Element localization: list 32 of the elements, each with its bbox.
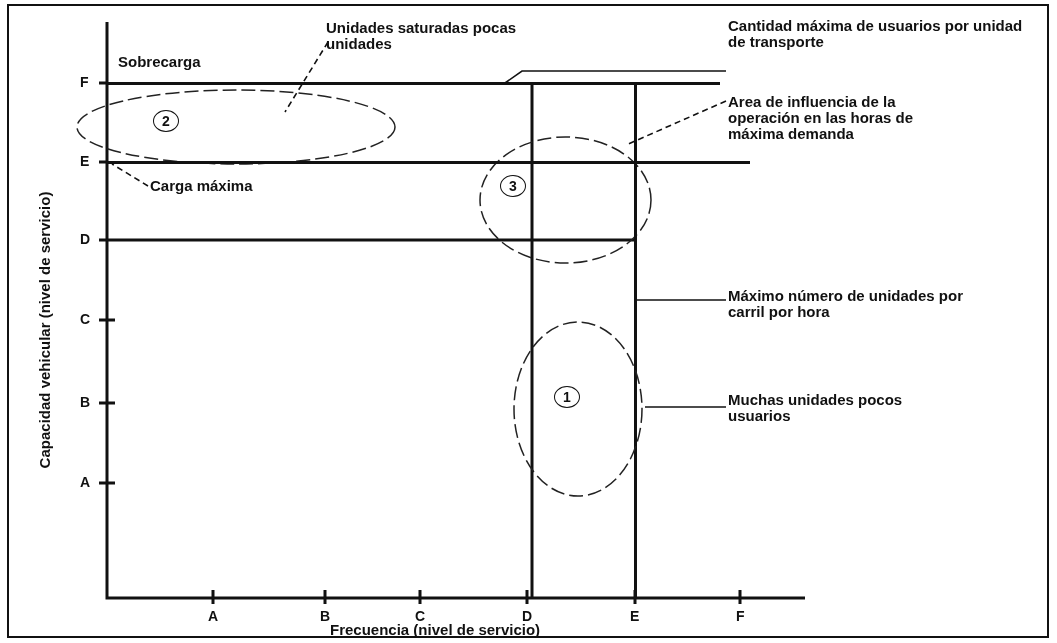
- leader-line: [636, 299, 727, 301]
- tick-label: D: [80, 231, 91, 247]
- leader-line: [111, 163, 149, 187]
- tick-label: A: [80, 474, 91, 490]
- vertical-line: [634, 83, 637, 598]
- axis-title: Capacidad vehicular (nivel de servicio): [37, 191, 53, 469]
- annotation-text: Sobrecarga: [118, 54, 201, 70]
- callout-text: Carga máxima: [150, 178, 290, 194]
- callout-text: Cantidad máxima de usuarios por unidad de transporte: [728, 18, 1028, 50]
- tick-label: D: [522, 608, 533, 624]
- tick-label: C: [80, 311, 91, 327]
- callout-text: Máximo número de unidades por carril por hora: [728, 288, 988, 320]
- horizontal-line: [107, 161, 750, 164]
- tick-label: E: [630, 608, 640, 624]
- tick-label: E: [80, 153, 90, 169]
- tick-label: B: [80, 394, 91, 410]
- callout-text: Muchas unidades pocos usuarios: [728, 392, 928, 424]
- leader-line: [504, 70, 727, 84]
- tick-label: B: [320, 608, 331, 624]
- tick-label: A: [208, 608, 219, 624]
- tick-label: F: [736, 608, 745, 624]
- tick-label: F: [80, 74, 89, 90]
- callout-text: Unidades saturadas pocas unidades: [326, 20, 556, 52]
- leader-line: [284, 41, 329, 113]
- circled-number: 2: [153, 110, 179, 132]
- horizontal-line: [107, 82, 720, 85]
- tick-label: C: [415, 608, 426, 624]
- axis-title: Frecuencia (nivel de servicio): [330, 622, 541, 638]
- circled-number: 1: [554, 386, 580, 408]
- leader-line: [644, 406, 727, 408]
- circled-number: 3: [500, 175, 526, 197]
- callout-text: Area de influencia de la operación en las horas de máxima demanda: [728, 94, 968, 142]
